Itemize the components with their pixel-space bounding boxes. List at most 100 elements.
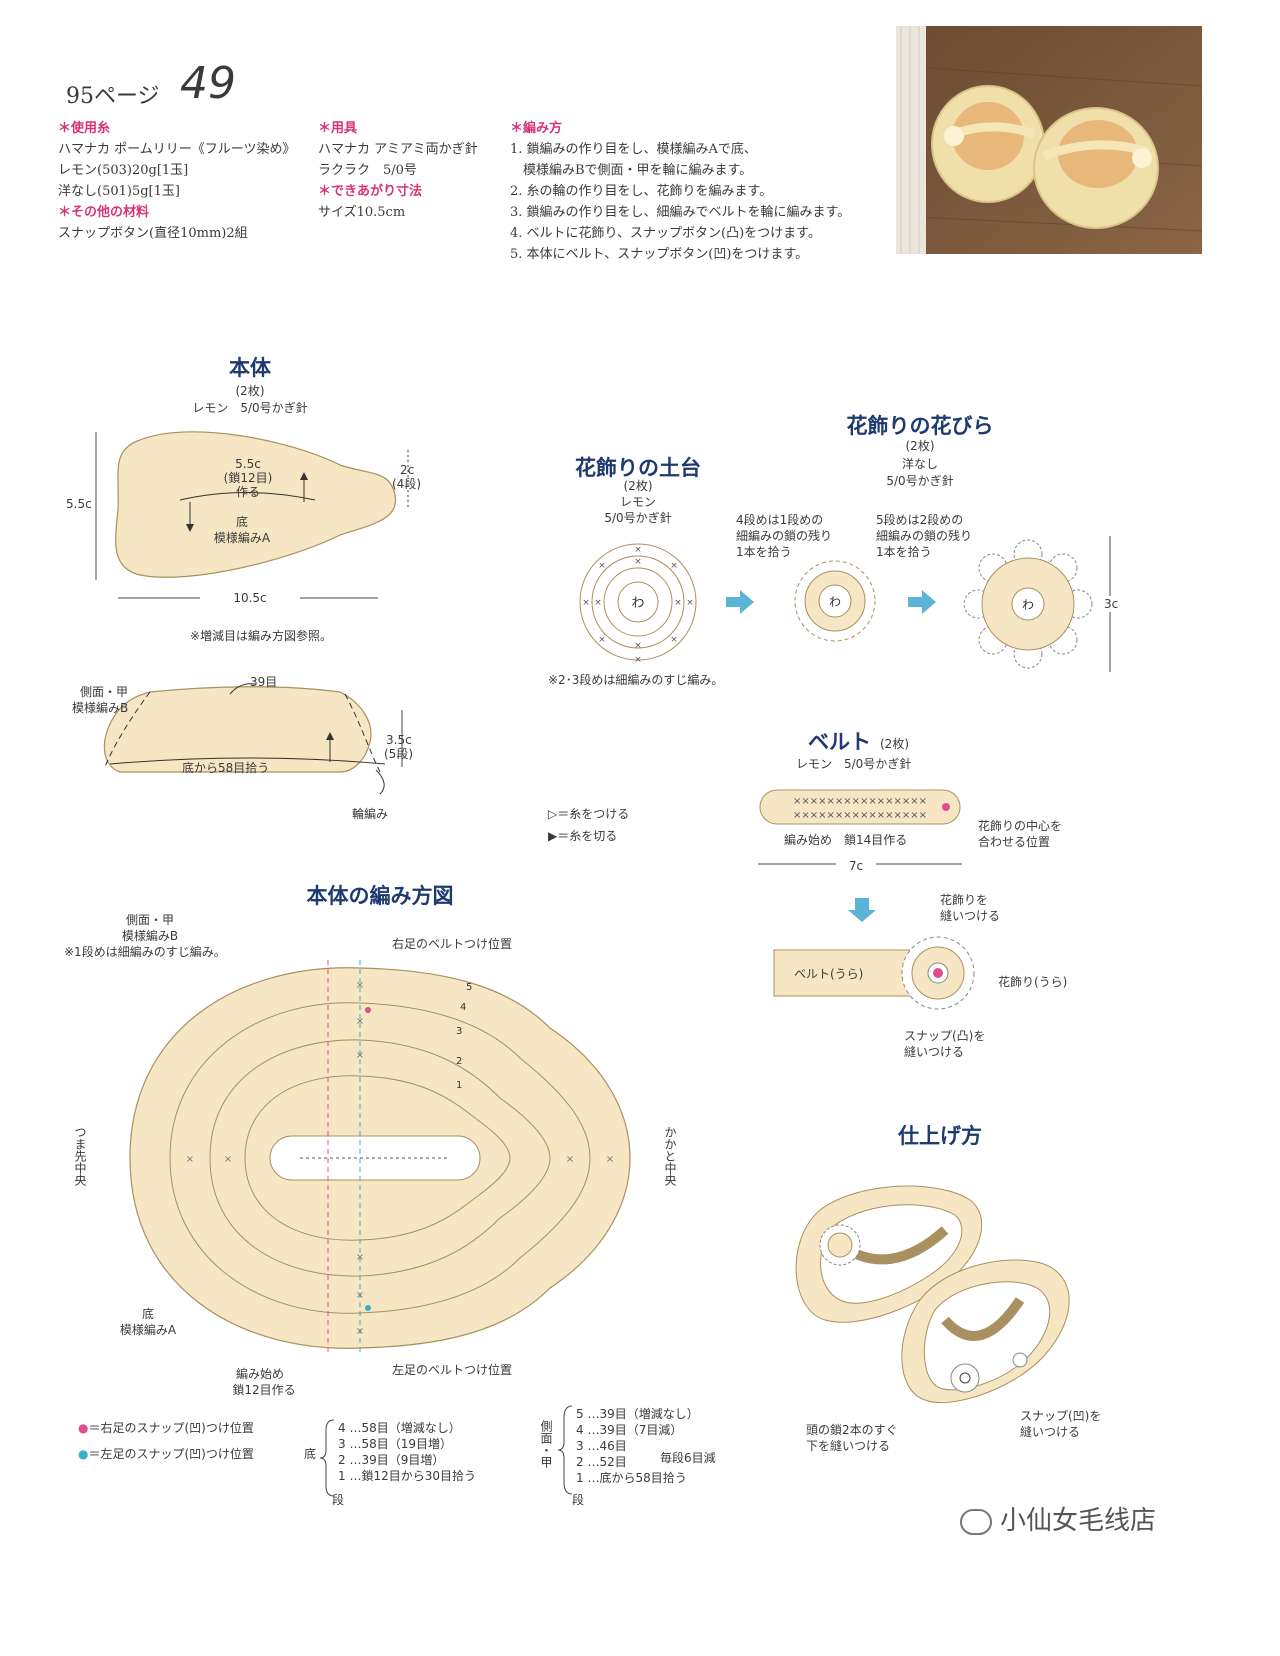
body-note: ※増減目は編み方図参照。 (190, 629, 333, 643)
finish-sew-line2: 下を縫いつける (806, 1439, 891, 1453)
chart-title: 本体の編み方図 (306, 884, 454, 908)
legend-left-text: ＝左足のスナップ(凹)つけ位置 (88, 1447, 254, 1461)
sole-row: 1 …鎖12目から30目拾う (338, 1469, 476, 1483)
down-arrow-icon (848, 898, 876, 922)
sole-row: 3 …58目（19目増） (338, 1437, 452, 1451)
method-step: 4. ベルトに花飾り、スナップボタン(凸)をつけます。 (510, 226, 821, 241)
belt-back-label: ベルト(うら) (794, 967, 864, 981)
legend-cut: ▶＝糸を切る (548, 828, 617, 844)
legend-cut-text: ＝糸を切る (557, 829, 618, 843)
row-number: 2 (456, 1056, 462, 1067)
cut-mark-icon: ▶ (548, 829, 558, 843)
watermark: 小仙女毛线店 (960, 1500, 1156, 1537)
flower-base-hook: 5/0号かぎ針 (604, 511, 672, 525)
belt-center-line1: 花飾りの中心を (978, 819, 1063, 833)
body-title: 本体 (229, 356, 271, 380)
method-step: 5. 本体にベルト、スナップボタン(凹)をつけます。 (510, 247, 809, 262)
method-block: ＊編み方 1. 鎖編みの作り目をし、模様編みAで底、 模様編みBで側面・甲を輪に… (510, 118, 850, 265)
row-number: 4 (460, 1002, 466, 1013)
belt-start: 編み始め 鎖14目作る (784, 833, 908, 847)
side-rows: (5段) (384, 747, 413, 761)
flower-round5-chart: わ (963, 539, 1093, 669)
chart-pattern-a: 模様編みA (119, 1323, 177, 1337)
flow-arrow-icon (908, 590, 936, 614)
svg-text:×: × (356, 1252, 364, 1263)
svg-text:×: × (356, 1326, 364, 1337)
flower-base-yarn: レモン (619, 495, 656, 509)
sole-row: 2 …39目（9目増） (338, 1453, 445, 1467)
snap-line1: スナップ(凸)を (904, 1029, 986, 1043)
callout-line: 細編みの鎖の残り (876, 529, 973, 543)
callout-line: 細編みの鎖の残り (736, 529, 833, 543)
side-height: 3.5c (386, 733, 412, 747)
method-step: 模様編みBで側面・甲を輪に編みます。 (510, 163, 753, 178)
side-bracket-note: 毎段6目減 (660, 1451, 716, 1465)
svg-text:×: × (356, 980, 364, 991)
yarn-line: 洋なし(501)5g[1玉] (58, 184, 180, 199)
belt-count: (2枚) (880, 737, 909, 751)
ring-char: わ (829, 595, 841, 609)
legend-right-snap: ●＝右足のスナップ(凹)つけ位置 (78, 1420, 254, 1436)
size-line: サイズ10.5cm (318, 205, 406, 220)
flower-base-count: (2枚) (623, 479, 653, 493)
chart-sole-label: 底 (141, 1307, 154, 1321)
side-table: 5 …39目（増減なし） 4 …39目（7目減） 3 …46目 2 …52目 1… (576, 1406, 699, 1486)
callout-line: 1本を拾う (876, 545, 932, 559)
svg-text:×: × (356, 1016, 364, 1027)
svg-text:×: × (356, 1290, 364, 1301)
finish-snap-line1: スナップ(凹)を (1020, 1409, 1102, 1423)
product-photo (896, 26, 1202, 254)
callout-line: 5段めは2段めの (876, 513, 964, 527)
callout-line: 1本を拾う (736, 545, 792, 559)
tools-line: ハマナカ アミアミ両かぎ針 (318, 142, 478, 157)
side-table-label: 側面・甲 (539, 1420, 553, 1468)
belt-assembly-diagram (773, 936, 975, 1010)
belt-sew-line2: 縫いつける (940, 909, 1001, 923)
callout-row5: 5段めは2段めの 細編みの鎖の残り 1本を拾う (876, 512, 972, 560)
svg-text:×: × (598, 635, 606, 645)
belt-length: 7c (836, 858, 876, 874)
finished-shoes-drawing (795, 1185, 1070, 1404)
sole-table-row-label: 段 (332, 1493, 345, 1507)
size-heading: ＊できあがり寸法 (318, 184, 423, 199)
row-number: 3 (456, 1026, 462, 1037)
right-snap-dot-icon: ● (78, 1421, 89, 1435)
yarn-block: ＊使用糸 ハマナカ ポームリリー《フルーツ染め》 レモン(503)20g[1玉]… (58, 118, 295, 244)
finish-title: 仕上げ方 (898, 1124, 982, 1148)
body-yarn: レモン 5/0号かぎ針 (192, 401, 308, 415)
legend-left-snap: ●＝左足のスナップ(凹)つけ位置 (78, 1446, 254, 1462)
legend-right-text: ＝右足のスナップ(凹)つけ位置 (88, 1421, 254, 1435)
toe-center-label: つま先中央 (73, 1126, 87, 1186)
chart-pattern-b: 模様編みB (121, 929, 179, 943)
attach-mark-icon: ▷ (548, 807, 558, 821)
svg-text:×: × (670, 635, 678, 645)
legend-attach-text: ＝糸をつける (557, 807, 630, 821)
chain-length: 5.5c (235, 457, 261, 471)
side-row: 3 …46目 (576, 1439, 627, 1453)
side-piece-diagram (103, 683, 403, 795)
tools-block: ＊用具 ハマナカ アミアミ両かぎ針 ラクラク 5/0号 ＊できあがり寸法 サイズ… (318, 118, 478, 223)
heel-label: 2c (400, 463, 415, 477)
svg-text:×: × (606, 1154, 614, 1165)
belt-chart: ×××××××××××××××× ×××××××××××××××× (758, 789, 962, 865)
svg-text:×: × (582, 598, 590, 608)
callout-row4: 4段めは1段めの 細編みの鎖の残り 1本を拾う (736, 512, 832, 560)
yarn-heading: ＊使用糸 (58, 121, 111, 136)
side-table-row-label: 段 (572, 1493, 585, 1507)
chart-start-label: 編み始め (235, 1367, 284, 1381)
chain-make: 作る (235, 485, 260, 499)
tools-line: ラクラク 5/0号 (318, 163, 417, 178)
flower-size: 3c (1104, 596, 1119, 612)
sole-table-label: 底 (304, 1447, 317, 1461)
svg-text:×: × (670, 561, 678, 571)
sole-brace (320, 1419, 335, 1497)
chain-count: (鎖12目) (223, 471, 273, 485)
pattern-number: 49 (180, 58, 236, 109)
flower-petals-hook: 5/0号かぎ針 (886, 474, 954, 488)
svg-text:×: × (566, 1154, 574, 1165)
side-stitches: 39目 (250, 675, 278, 689)
side-label: 側面・甲 (80, 685, 129, 699)
belt-sew-line1: 花飾りを (940, 893, 989, 907)
svg-text:×: × (634, 545, 642, 555)
flower-round4-chart: わ (794, 560, 876, 642)
